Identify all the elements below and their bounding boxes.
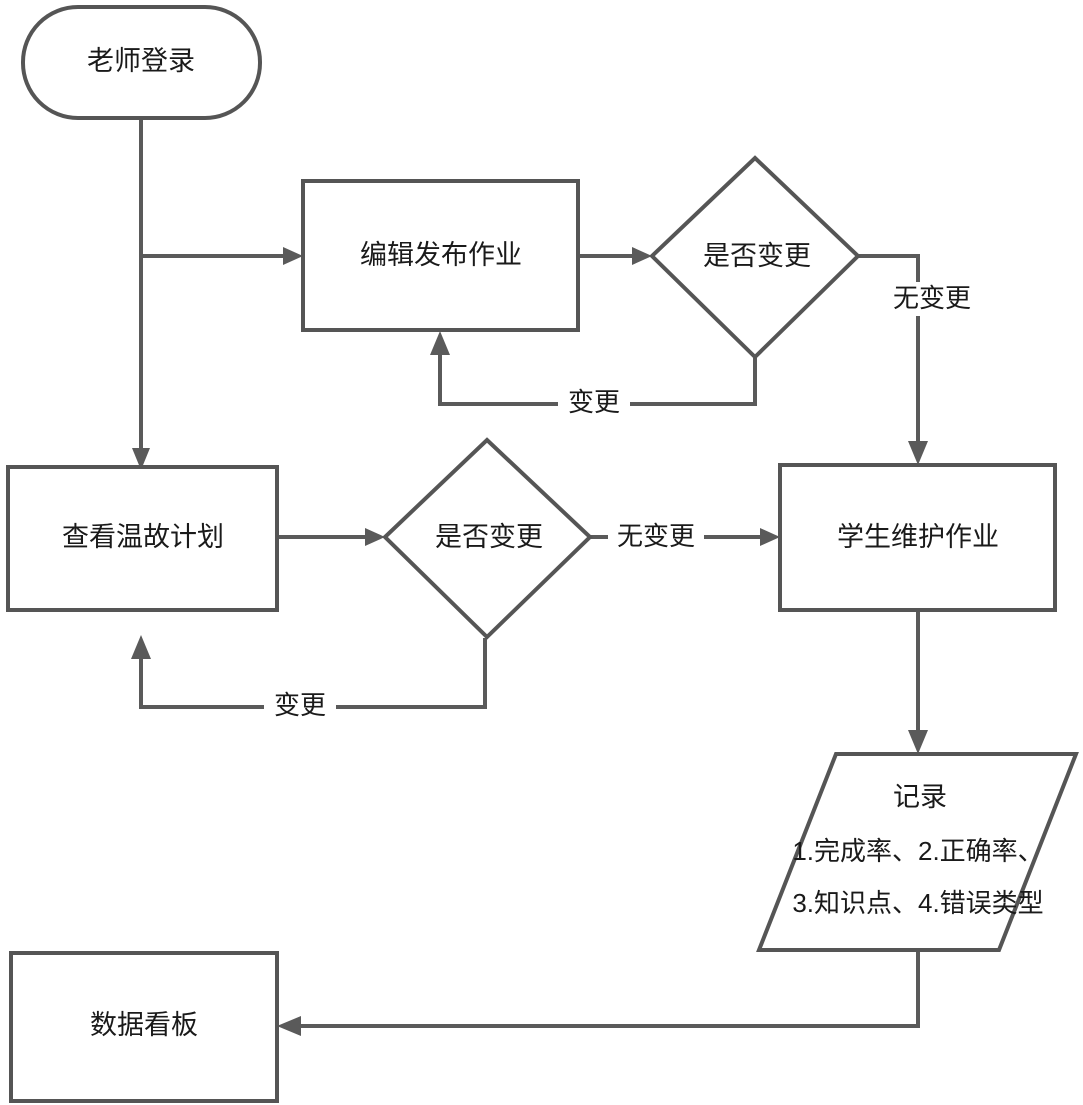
node-data-dashboard[interactable]: 数据看板 bbox=[9, 951, 279, 1103]
edge-record-to-dashboard bbox=[277, 950, 920, 1036]
node-record-label-line2: 1.完成率、2.正确率、 bbox=[792, 836, 1043, 866]
node-view-review-plan-label: 查看温故计划 bbox=[62, 522, 224, 552]
edge-login-to-edit-publish bbox=[141, 247, 303, 265]
node-decision-change-top[interactable]: 是否变更 bbox=[649, 155, 861, 360]
node-view-review-plan[interactable]: 查看温故计划 bbox=[6, 465, 279, 612]
node-record[interactable]: 记录 1.完成率、2.正确率、 3.知识点、4.错误类型 bbox=[756, 752, 1079, 952]
edge-label-change-top: 变更 bbox=[558, 387, 630, 422]
edge-label-no-change-middle: 无变更 bbox=[608, 521, 704, 555]
node-edit-publish-homework-label: 编辑发布作业 bbox=[360, 240, 522, 270]
node-teacher-login[interactable]: 老师登录 bbox=[21, 5, 262, 120]
node-teacher-login-label: 老师登录 bbox=[87, 46, 195, 76]
node-record-label-line3: 3.知识点、4.错误类型 bbox=[792, 888, 1043, 918]
edge-edit-publish-to-decision-top bbox=[578, 247, 652, 265]
edge-login-to-view-plan-arrow bbox=[132, 448, 150, 470]
edge-label-no-change-top: 无变更 bbox=[875, 282, 971, 316]
node-edit-publish-homework[interactable]: 编辑发布作业 bbox=[301, 179, 580, 332]
edge-label-no-change-top-text: 无变更 bbox=[893, 283, 971, 313]
node-decision-change-top-label: 是否变更 bbox=[703, 241, 811, 271]
edge-label-no-change-middle-text: 无变更 bbox=[617, 521, 695, 551]
node-student-maintains-homework[interactable]: 学生维护作业 bbox=[778, 463, 1057, 612]
edge-view-plan-to-decision-middle bbox=[277, 528, 385, 546]
node-record-label-title: 记录 bbox=[893, 782, 947, 812]
edge-label-change-middle: 变更 bbox=[264, 690, 336, 725]
node-data-dashboard-label: 数据看板 bbox=[90, 1010, 198, 1040]
edge-decision-top-no-change bbox=[858, 254, 928, 465]
node-decision-change-middle-label: 是否变更 bbox=[435, 522, 543, 552]
edge-label-change-top-text: 变更 bbox=[568, 387, 620, 417]
edge-label-change-middle-text: 变更 bbox=[274, 690, 326, 720]
node-student-maintains-homework-label: 学生维护作业 bbox=[837, 522, 999, 552]
node-decision-change-middle[interactable]: 是否变更 bbox=[382, 437, 593, 640]
edge-student-homework-to-record bbox=[908, 610, 928, 754]
